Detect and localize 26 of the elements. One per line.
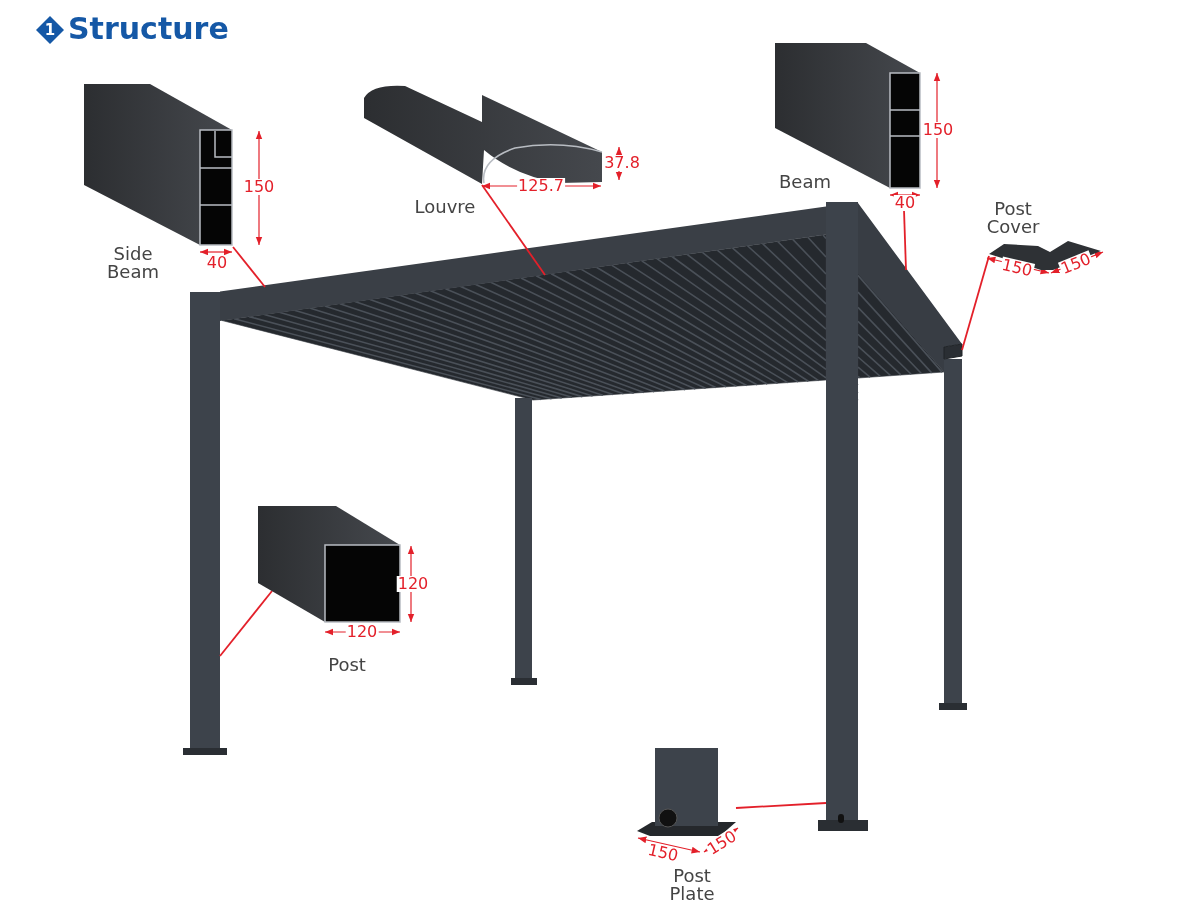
part-label: Post [328,655,366,675]
dimension-label: 150 [921,122,955,138]
leader-line [232,246,266,288]
leader-line [735,802,827,809]
leader-line [961,255,990,351]
title: Structure [68,10,229,48]
post [939,359,967,710]
dimension-label: 120 [396,576,430,592]
part-label: Post Plate [669,866,715,904]
dimension-label: 150 [242,179,276,195]
part-label: Beam [779,172,831,192]
leader-line [481,184,546,276]
dimension-label: 37.8 [603,155,641,171]
leader-line [903,209,907,271]
dimension-label: 40 [893,195,917,211]
part-label: Post Cover [986,199,1040,237]
post [183,292,227,755]
post [511,398,537,685]
part-label: Louvre [414,197,476,217]
part-label: Side Beam [107,244,159,282]
step-number: 1 [44,21,56,39]
leader-line [219,590,273,657]
dimension-label: 40 [205,255,229,271]
post [818,202,868,831]
dimension-label: 120 [345,624,379,640]
dimension-label: 125.7 [517,178,565,194]
